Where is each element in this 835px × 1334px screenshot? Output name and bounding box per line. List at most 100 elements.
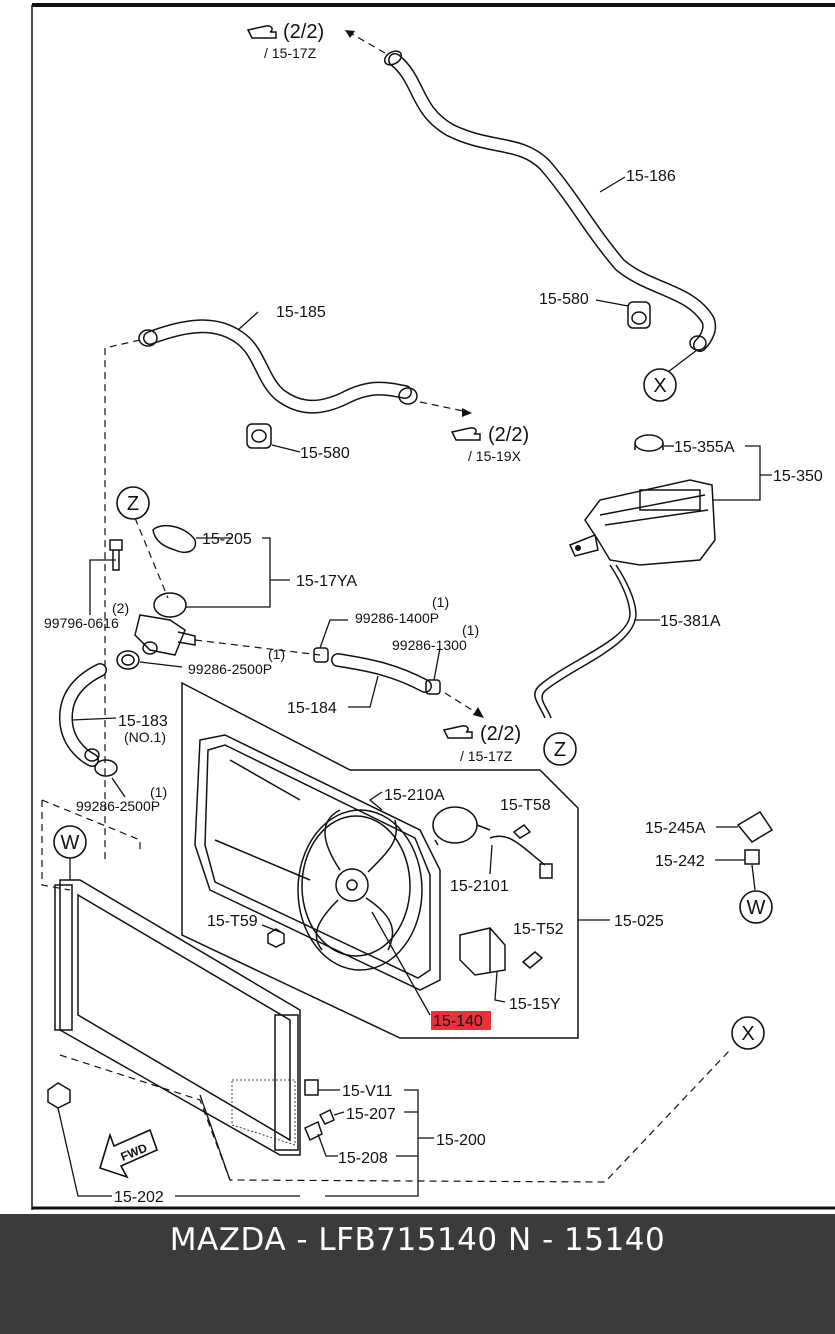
hose-15-185[interactable] [138,319,418,414]
label-99796-0616: 99796-0616 [44,615,119,631]
radiator-cap-15-205[interactable] [152,524,197,553]
label-15-242: 15-242 [655,853,705,870]
label-qty-1-b: (1) [462,622,479,638]
resistor-15-15y[interactable] [459,927,506,976]
radiator-edge-line [199,1094,231,1181]
ref-22-mid: (2/2) [488,424,529,446]
bracket-15-245a[interactable] [736,810,774,843]
leader-15-t59 [261,924,281,933]
arrow-head-mid [462,408,472,417]
leader-15-183 [71,717,117,721]
label-15-t58: 15-T58 [500,797,551,814]
label-qty-1-a: (1) [432,594,449,610]
label-99286-1300: 99286-1300 [392,637,467,653]
highlight-15-140 [431,1011,491,1030]
callout-z-right: Z [543,732,577,766]
cooling-system-diagram: X Z Z W W X (2/2) / 15-17Z 15-186 15-580… [31,3,835,1210]
bolt-99796-0616[interactable] [109,539,123,571]
clip-15-580-mid[interactable] [246,423,272,449]
leader-15-208 [317,1133,338,1157]
label-15-183: 15-183 [118,713,168,730]
drain-plug-15-208[interactable] [304,1120,323,1142]
leader-15-580-mid [271,444,301,453]
mount-15-202[interactable] [47,1082,71,1109]
radiator-15-200[interactable] [54,879,301,1156]
leader-99286-1400p [319,619,348,649]
callout-x-bottom: X [731,1016,765,1050]
arrow-dash-low [444,692,481,716]
fitting-15-v11[interactable] [304,1079,319,1096]
label-15-t52: 15-T52 [513,921,564,938]
fan-assembly-outline [181,681,579,1039]
leader-99286-2500p-b [111,777,126,798]
label-99286-1400p: 99286-1400P [355,610,439,626]
reference-hand-icon-top [246,25,277,39]
cap-15-355a[interactable] [634,434,664,452]
callout-z-left: Z [116,486,150,520]
label-15-210a: 15-210A [384,787,445,804]
leader-15-15y [494,971,506,1003]
leader-15-2101 [489,844,493,875]
leader-15-186 [599,176,626,193]
clamp-99286-1400p[interactable] [313,647,329,663]
hose-15-186[interactable] [382,48,717,352]
motor-15-2101[interactable] [432,806,553,879]
label-qty-1-d: (1) [150,784,167,800]
label-15-025: 15-025 [614,913,664,930]
leader-15-350 [712,445,772,501]
hose-15-184[interactable] [331,653,432,693]
label-15-245a: 15-245A [645,820,706,837]
arrow-head-low [473,707,484,718]
svg-text:W: W [747,897,766,919]
label-15-17ya: 15-17YA [296,573,357,590]
arrow-head-top [345,30,355,38]
svg-text:W: W [61,832,80,854]
overflow-hose-15-381a[interactable] [534,564,637,719]
arrow-dash-mid [419,401,469,413]
fan-shroud[interactable] [194,734,441,991]
ref-22-low: (2/2) [480,723,521,745]
nut-15-t59[interactable] [267,928,285,948]
clamp-99286-1300[interactable] [425,679,441,695]
ref-19x: / 15-19X [468,448,522,464]
reservoir-tank-15-350[interactable] [568,479,716,566]
label-qty-2: (2) [112,600,129,616]
reference-hand-icon-mid [450,427,481,441]
leader-x-top [667,349,698,373]
svg-text:X: X [741,1023,754,1045]
part-15-207[interactable] [318,1108,335,1125]
reference-hand-icon-low [442,725,473,739]
callout-w-left: W [53,825,87,859]
dash-radiator-upper [41,799,141,891]
label-15-2101: 15-2101 [450,878,509,895]
label-99286-2500p-b: 99286-2500P [76,798,160,814]
svg-text:Z: Z [127,493,139,515]
label-15-350: 15-350 [773,468,823,485]
leader-15-200 [325,1089,434,1197]
screw-15-t52[interactable] [521,951,544,969]
leader-15-185 [237,311,259,331]
svg-text:Z: Z [554,739,566,761]
clamp-99286-2500p-lower[interactable] [94,759,118,777]
screw-15-t58[interactable] [512,823,532,839]
clamp-99286-2500p-upper[interactable] [116,650,140,670]
label-15-580-mid: 15-580 [300,445,350,462]
ref-17z-low: / 15-17Z [460,748,513,764]
leader-99796 [89,559,116,615]
label-15-185: 15-185 [276,304,326,321]
leader-15-202 [57,1107,300,1197]
label-15-580-top: 15-580 [539,291,589,308]
hose-15-183[interactable] [59,663,107,767]
label-15-381a: 15-381A [660,613,721,630]
filler-neck-15-17ya[interactable] [134,592,196,656]
nut-15-242[interactable] [744,849,760,865]
label-15-208: 15-208 [338,1150,388,1167]
label-qty-1-c: (1) [268,646,285,662]
clip-15-580-top[interactable] [627,301,651,329]
callout-x-top: X [643,368,677,402]
fan-15-140[interactable] [297,809,423,971]
dash-z-left [134,517,169,599]
fwd-arrow-icon [99,1128,158,1179]
label-99286-2500p-a: 99286-2500P [188,661,272,677]
